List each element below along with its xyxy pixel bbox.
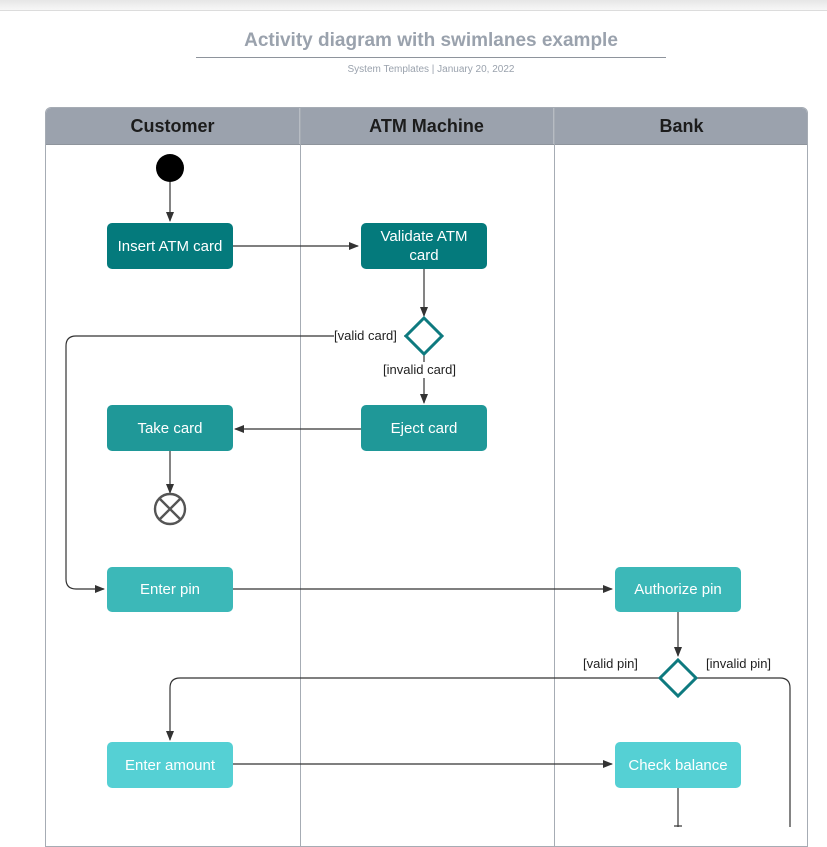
initial-node bbox=[156, 154, 184, 182]
guard-valid-pin: [valid pin] bbox=[583, 656, 638, 671]
edge-valid-pin-enter-amount bbox=[166, 677, 660, 741]
decision-pin-diamond bbox=[657, 657, 699, 699]
node-eject-card: Eject card bbox=[361, 405, 487, 451]
node-take-card: Take card bbox=[107, 405, 233, 451]
node-enter-amount: Enter amount bbox=[107, 742, 233, 788]
edge-valid-card-enter-pin bbox=[65, 335, 334, 593]
diagram-title: Activity diagram with swimlanes example bbox=[244, 30, 618, 51]
title-underline bbox=[196, 57, 666, 58]
lane-header-atm-machine: ATM Machine bbox=[300, 108, 554, 144]
node-enter-pin: Enter pin bbox=[107, 567, 233, 612]
node-insert-atm-card: Insert ATM card bbox=[107, 223, 233, 269]
node-validate-atm-card: Validate ATM card bbox=[361, 223, 487, 269]
guard-valid-card: [valid card] bbox=[334, 328, 397, 343]
node-authorize-pin: Authorize pin bbox=[615, 567, 741, 612]
lane-header-bank: Bank bbox=[554, 108, 807, 144]
swimlane-container: Customer ATM Machine Bank bbox=[45, 107, 808, 847]
lane-header-divider bbox=[46, 144, 807, 145]
lane-divider-2 bbox=[554, 108, 555, 846]
top-toolbar-strip bbox=[0, 0, 827, 11]
lane-divider-1 bbox=[300, 108, 301, 846]
flow-connectors bbox=[65, 154, 791, 827]
diagram-subtitle: System Templates | January 20, 2022 bbox=[347, 64, 515, 75]
decision-card-diamond bbox=[403, 315, 445, 357]
guard-invalid-card: [invalid card] bbox=[383, 362, 456, 377]
final-node-icon bbox=[153, 492, 187, 526]
edge-invalid-pin bbox=[696, 677, 791, 827]
lane-header-customer: Customer bbox=[46, 108, 300, 144]
node-check-balance: Check balance bbox=[615, 742, 741, 788]
guard-invalid-pin: [invalid pin] bbox=[706, 656, 772, 671]
